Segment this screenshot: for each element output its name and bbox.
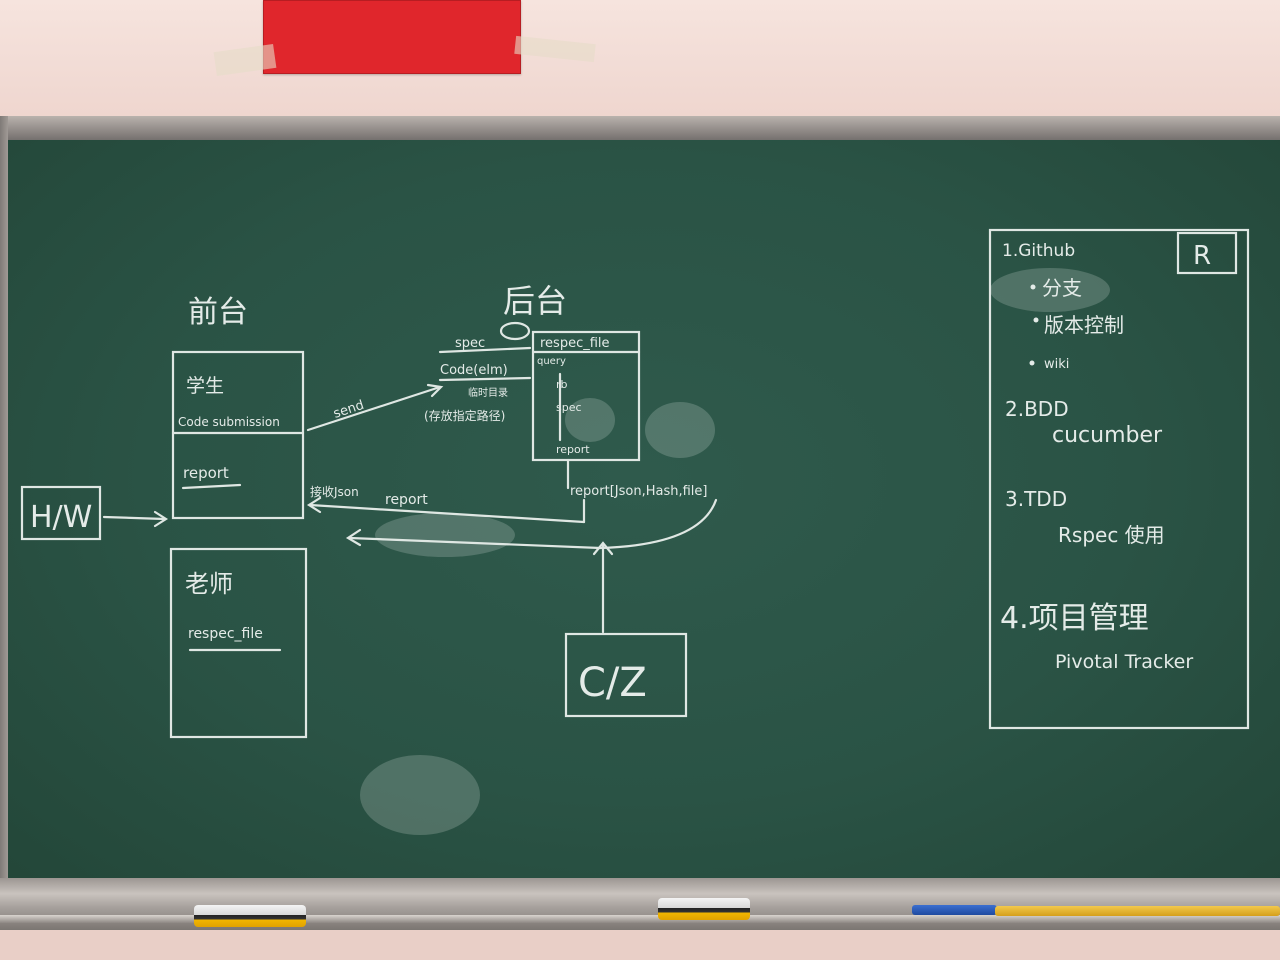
student-footer-underline	[181, 483, 242, 490]
item-1-sub-2: 版本控制	[1044, 313, 1124, 337]
backend-box	[531, 330, 641, 462]
report-back-arrowhead	[306, 496, 322, 514]
backend-header: respec_file	[540, 336, 610, 351]
board-eraser[interactable]	[194, 905, 306, 927]
cz-arrowhead	[592, 541, 614, 556]
hw-arrow	[102, 515, 167, 521]
hw-label: H/W	[30, 500, 92, 535]
student-footer: report	[183, 464, 229, 482]
backend-title: 后台	[503, 282, 567, 320]
code-sub: 临时目录	[468, 386, 508, 399]
board-frame-left	[0, 116, 8, 896]
student-box	[171, 350, 305, 520]
send-label: send	[332, 398, 366, 422]
teacher-box	[169, 547, 308, 739]
r-badge: R	[1193, 241, 1211, 271]
teacher-label: 老师	[185, 570, 233, 598]
student-label: 学生	[186, 375, 224, 397]
student-item: Code submission	[178, 415, 280, 429]
report-data: report[Json,Hash,file]	[570, 484, 707, 499]
backend-step-2: spec	[556, 401, 582, 414]
item-3-sub-1: Rspec 使用	[1058, 523, 1165, 547]
item-4-sub-1: Pivotal Tracker	[1055, 651, 1193, 673]
item-1-sub-3: wiki	[1044, 357, 1069, 372]
hw-arrowhead	[153, 510, 169, 528]
bullet-dot	[1030, 284, 1036, 290]
eraser-smudge	[645, 402, 715, 458]
send-arrowhead	[426, 383, 444, 398]
report-back-arrow	[308, 503, 586, 524]
circle-mark	[499, 321, 531, 341]
teacher-item: respec_file	[188, 626, 263, 642]
item-2-title: 2.BDD	[1005, 397, 1069, 421]
chalkboard	[0, 140, 1280, 892]
code-arrow	[438, 376, 532, 382]
bullet-dot	[1029, 360, 1035, 366]
eraser-smudge	[360, 755, 480, 835]
eraser-smudge	[990, 268, 1110, 312]
red-sign	[263, 0, 521, 74]
bullet-dot	[1033, 317, 1039, 323]
eraser-smudge	[375, 513, 515, 557]
feedback-arrowhead	[345, 528, 362, 547]
r-badge-box	[1176, 231, 1238, 275]
report-word: report	[385, 492, 428, 508]
frontend-title: 前台	[188, 295, 248, 330]
eraser-smudge	[565, 398, 615, 442]
backend-step-3: report	[556, 443, 590, 456]
spec-arrow	[438, 346, 532, 354]
backend-step-1: rb	[556, 378, 568, 391]
board-frame-top	[0, 116, 1280, 142]
item-4-title: 4.项目管理	[1000, 601, 1149, 636]
pointer-stick[interactable]	[995, 906, 1280, 916]
hw-box	[20, 485, 102, 541]
code-label: Code(elm)	[440, 363, 508, 378]
report-back-label: 接收Json	[310, 484, 359, 499]
item-1-sub-1: 分支	[1042, 276, 1082, 300]
send-arrow	[306, 385, 442, 432]
item-1-title: 1.Github	[1002, 241, 1075, 261]
spec-label: spec	[455, 336, 485, 351]
right-panel	[988, 228, 1250, 730]
item-2-sub-1: cucumber	[1052, 423, 1163, 448]
marker-pen[interactable]	[912, 905, 997, 915]
item-3-title: 3.TDD	[1005, 487, 1067, 511]
code-note: (存放指定路径)	[424, 408, 505, 423]
cz-label: C/Z	[578, 660, 647, 706]
board-eraser[interactable]	[658, 898, 750, 920]
backend-query: query	[537, 356, 566, 367]
chalk-tray-lip	[0, 915, 1280, 923]
cz-box	[564, 632, 688, 718]
